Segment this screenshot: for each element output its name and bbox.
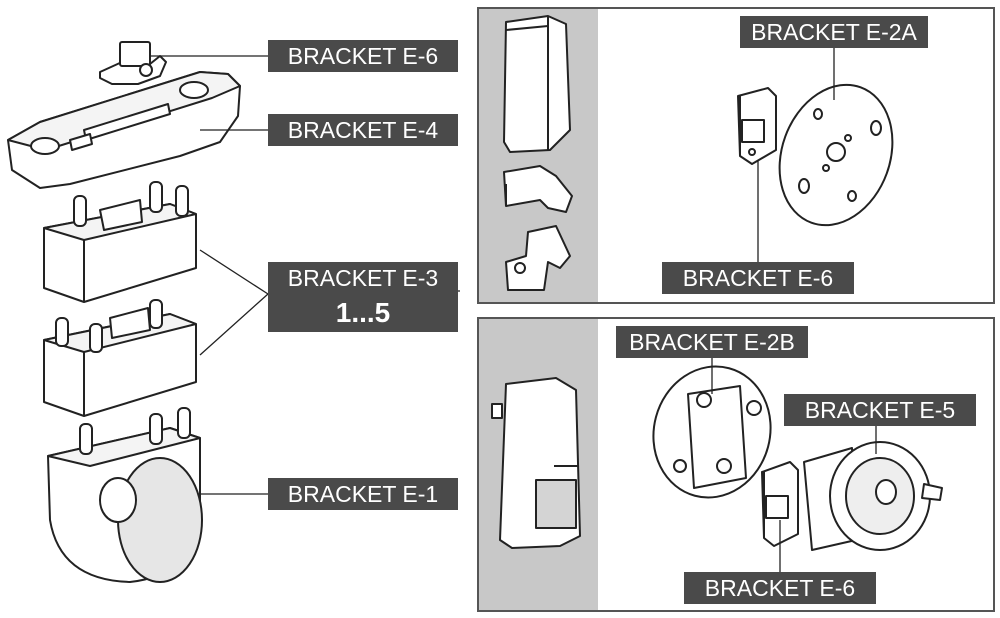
label-bracket-e6-top-panel: BRACKET E-6	[662, 262, 854, 294]
bracket-e3-part-lower	[43, 299, 197, 417]
detector-wide-icon	[491, 377, 581, 549]
leader-lines-bottom-panel	[711, 358, 877, 578]
bracket-e6-bottom-part	[761, 461, 799, 547]
label-bracket-e5: BRACKET E-5	[784, 394, 976, 426]
leader-lines-top-panel	[757, 48, 835, 264]
bracket-e6-top-part	[737, 87, 777, 165]
label-bracket-e3: BRACKET E-3	[268, 262, 458, 294]
label-bracket-e2b: BRACKET E-2B	[616, 326, 808, 358]
bracket-e2a-plate	[778, 83, 894, 227]
label-bracket-e2a: BRACKET E-2A	[740, 16, 928, 48]
swivel-mount-icon-1	[503, 165, 573, 213]
bracket-e1-part	[47, 407, 203, 583]
label-bracket-e6-main: BRACKET E-6	[268, 40, 458, 72]
bracket-e4-part	[7, 71, 241, 189]
bracket-e3-part-upper	[43, 181, 197, 303]
label-bracket-e6-bottom-panel: BRACKET E-6	[684, 572, 876, 604]
bracket-e5-part	[803, 441, 943, 551]
label-bracket-e3-range: 1...5	[268, 294, 458, 332]
swivel-mount-icon-2	[505, 225, 571, 291]
label-bracket-e4: BRACKET E-4	[268, 114, 458, 146]
bracket-e6-part	[99, 41, 167, 85]
label-bracket-e1: BRACKET E-1	[268, 478, 458, 510]
bracket-e2b-plate	[652, 365, 772, 499]
detector-tall-icon	[503, 15, 571, 153]
